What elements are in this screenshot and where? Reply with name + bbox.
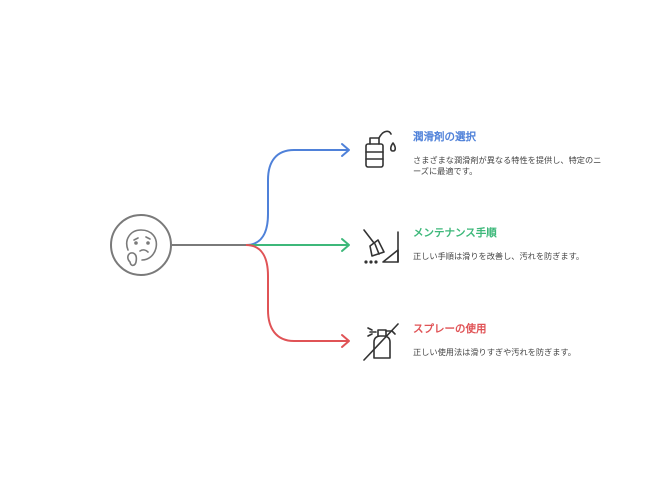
branch-block-spray-usage: スプレーの使用 正しい使用法は滑りすぎや汚れを防ぎます。 xyxy=(413,323,613,358)
broom-dustpan-icon xyxy=(363,229,399,264)
lubricant-container-icon xyxy=(365,130,397,168)
branch-title: スプレーの使用 xyxy=(413,323,487,335)
connector-branch-1 xyxy=(245,149,348,246)
branch-block-maintenance-procedure: メンテナンス手順 正しい手順は滑りを改善し、汚れを防ぎます。 xyxy=(413,227,613,262)
spray-bottle-icon xyxy=(363,323,399,361)
branch-description: 正しい使用法は滑りすぎや汚れを防ぎます。 xyxy=(413,347,576,357)
branch-description: 正しい手順は滑りを改善し、汚れを防ぎます。 xyxy=(413,251,585,261)
thinking-face-icon xyxy=(125,229,158,267)
branch-title: 潤滑剤の選択 xyxy=(413,131,476,143)
hub-node xyxy=(110,214,172,276)
arrow-head-branch-3 xyxy=(341,334,350,348)
branch-block-lubricant-selection: 潤滑剤の選択 さまざまな潤滑剤が異なる特性を提供し、特定のニーズに最適です。 xyxy=(413,131,613,177)
arrow-head-branch-1 xyxy=(341,143,350,157)
connector-branch-3 xyxy=(245,244,348,342)
arrow-head-branch-2 xyxy=(341,238,350,252)
branch-title: メンテナンス手順 xyxy=(413,227,497,239)
branch-description: さまざまな潤滑剤が異なる特性を提供し、特定のニーズに最適です。 xyxy=(413,155,602,176)
